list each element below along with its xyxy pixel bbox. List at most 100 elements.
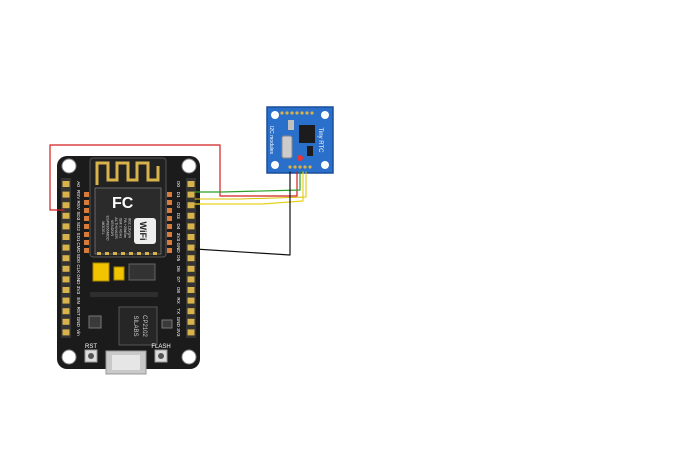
flash-label: FLASH xyxy=(151,344,170,350)
wire-gnd xyxy=(194,171,291,256)
header-pin xyxy=(62,308,70,315)
pin-label: D7 xyxy=(176,276,181,282)
smd-pad xyxy=(167,208,172,213)
wire-sda xyxy=(194,171,304,205)
module-text-line: AI-THINKER xyxy=(114,217,118,239)
header-pin xyxy=(62,191,70,198)
smd-pad xyxy=(167,200,172,205)
pin-label: CMD xyxy=(76,242,81,253)
header-pin xyxy=(187,202,195,209)
rtc-subtitle: I2C modules xyxy=(268,126,274,155)
smd-diode xyxy=(88,315,102,329)
mount-hole xyxy=(61,158,77,174)
header-pin xyxy=(62,297,70,304)
pin-label: D0 xyxy=(176,181,181,187)
wire-vcc xyxy=(49,144,298,211)
header-pin xyxy=(187,212,195,219)
usb-uart-chip xyxy=(118,306,158,346)
rtc-pin xyxy=(295,111,299,115)
module-text-line: 802.11b/g/n xyxy=(127,218,131,238)
pin-label: SD0 xyxy=(76,254,81,263)
module-text-line: MODEL xyxy=(101,221,105,235)
wires xyxy=(49,144,307,256)
smd-row xyxy=(90,292,158,297)
ds1307-chip xyxy=(299,125,315,143)
rtc-pin xyxy=(290,111,294,115)
wire-sda-2 xyxy=(194,171,307,200)
tantalum-capacitor xyxy=(92,262,110,282)
castellation-pad xyxy=(129,252,133,255)
castellation-pad xyxy=(121,252,125,255)
rtc-pin xyxy=(310,111,314,115)
castellation-pad xyxy=(153,252,157,255)
pin-label: GND xyxy=(176,317,181,328)
header-pin xyxy=(187,276,195,283)
pin-label: SD1 xyxy=(76,233,81,242)
header-pin xyxy=(62,318,70,325)
rtc-pin xyxy=(308,165,312,169)
header-pin xyxy=(62,276,70,283)
right-pin-row xyxy=(187,181,195,336)
pin-label: CLK xyxy=(76,264,81,274)
rtc-mount-hole xyxy=(321,111,329,119)
pin-label: D5 xyxy=(176,255,181,261)
castellation-pad xyxy=(137,252,141,255)
smd-pad xyxy=(84,208,89,213)
left-pin-labels: A0RSVRSVSD3SD2SD1CMDSD0CLKGND3V3ENRSTGND… xyxy=(76,181,81,336)
svg-text:WiFi: WiFi xyxy=(138,222,148,241)
smd-pad xyxy=(84,240,89,245)
fcc-logo-icon: FC xyxy=(112,195,134,212)
header-pin xyxy=(187,234,195,240)
smd-pad xyxy=(167,192,172,197)
module-text-line: PA +25dBm xyxy=(123,218,127,238)
smd-pad xyxy=(84,192,89,197)
left-pin-row xyxy=(62,181,70,336)
rtc-pin xyxy=(293,165,297,169)
rtc-mount-hole xyxy=(321,161,329,169)
pcb-antenna xyxy=(95,161,160,185)
mount-hole xyxy=(181,158,197,174)
rtc-mount-hole xyxy=(271,161,279,169)
mount-hole xyxy=(181,349,197,365)
smd-pad xyxy=(167,216,172,221)
pin-label: Vin xyxy=(76,329,81,336)
pin-label: A0 xyxy=(76,181,81,187)
smd-pad xyxy=(167,232,172,237)
mount-hole xyxy=(61,349,77,365)
side-pads xyxy=(84,192,172,253)
smd-pad xyxy=(84,216,89,221)
smd-part xyxy=(161,319,173,329)
rtc-pin xyxy=(280,111,284,115)
chip-model-label: CP2102 xyxy=(141,315,147,337)
header-pin xyxy=(62,212,70,219)
castellation-pad xyxy=(145,252,149,255)
header-pin xyxy=(187,265,195,272)
castellation-pad xyxy=(97,252,101,255)
rtc-mount-hole xyxy=(271,111,279,119)
chip-maker-label: SILABS xyxy=(132,315,138,336)
pin-label: D1 xyxy=(176,192,181,198)
usb-port-inner xyxy=(112,355,140,370)
pin-label: 3V3 xyxy=(176,233,181,242)
module-text-line: VENDOR xyxy=(110,220,114,237)
rtc-pin xyxy=(300,111,304,115)
header-pin xyxy=(62,234,70,240)
rtc-pin xyxy=(298,165,302,169)
wifi-icon: WiFi xyxy=(134,218,156,244)
header-pin xyxy=(187,287,195,293)
crystal xyxy=(281,135,293,159)
pin-label: D6 xyxy=(176,266,181,272)
pin-label: 3V3 xyxy=(176,328,181,337)
rst-label: RST xyxy=(85,344,97,350)
pin-label: 3V3 xyxy=(76,286,81,295)
header-pin xyxy=(62,223,70,230)
header-pin xyxy=(187,318,195,325)
smd-pad xyxy=(167,248,172,253)
header-pin xyxy=(187,223,195,230)
smd-pad xyxy=(84,224,89,229)
esp-castellations xyxy=(97,252,157,255)
wire-scl xyxy=(194,171,301,193)
